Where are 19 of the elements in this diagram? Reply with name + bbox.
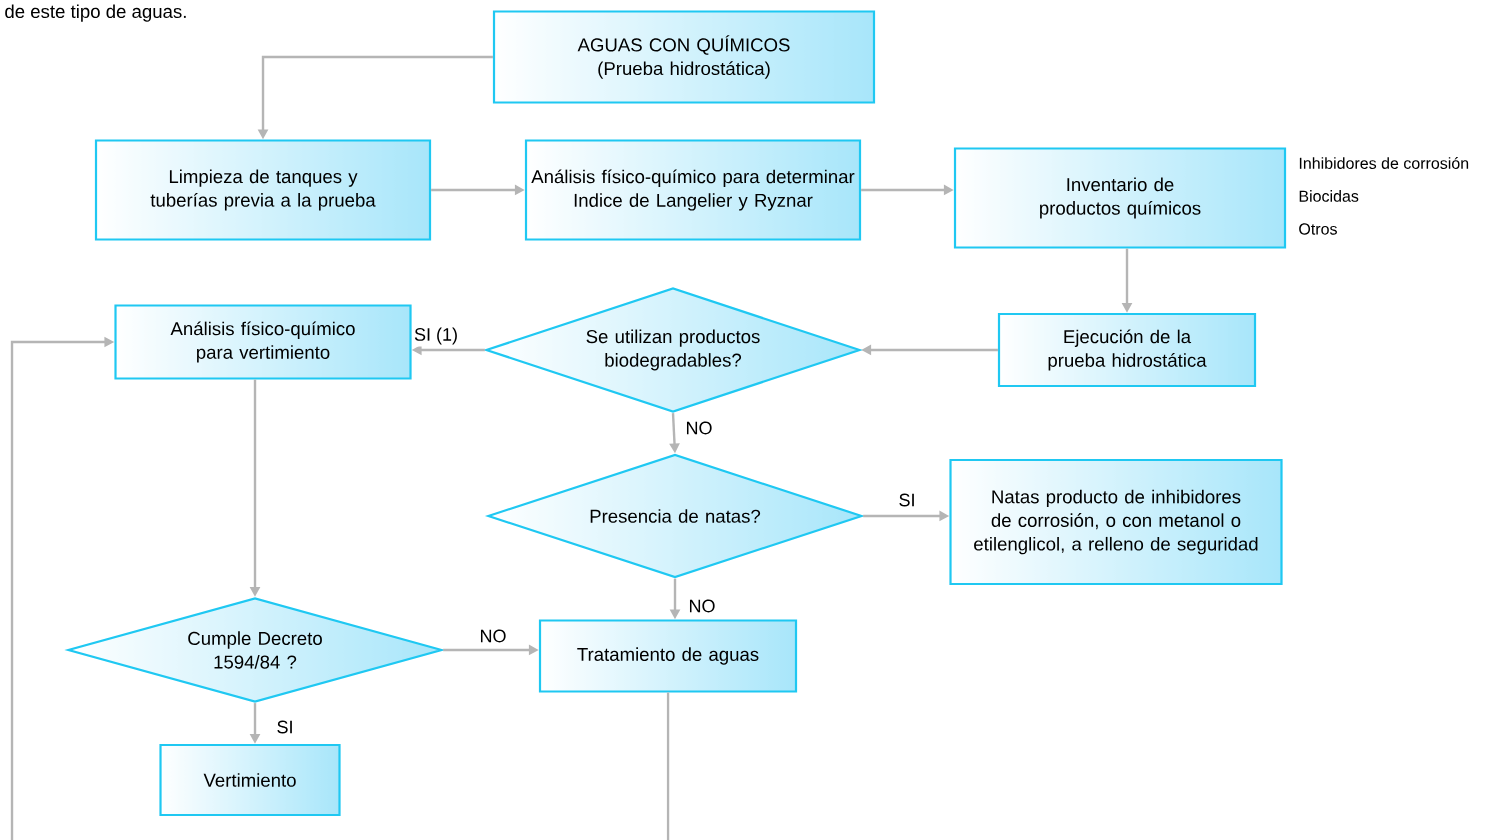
- process-box: Ejecución de la prueba hidrostática: [997, 312, 1257, 388]
- edge-label: NO: [683, 419, 715, 437]
- edge-label: NO: [686, 597, 718, 615]
- list-item: Inhibidores de corrosión: [1299, 157, 1469, 169]
- process-box: Natas producto de inhibidores de corrosión, o con metanol o etilenglicol, a relleno de seguridad: [949, 458, 1283, 586]
- process-box: Vertimiento: [159, 743, 341, 817]
- process-box: Inventario de productos químicos: [953, 147, 1287, 249]
- edge-label: SI: [896, 491, 918, 509]
- note-text: de este tipo de aguas.: [5, 4, 186, 22]
- process-box: Tratamiento de aguas: [538, 619, 798, 693]
- process-box: AGUAS CON QUÍMICOS (Prueba hidrostática): [492, 10, 876, 104]
- process-box: Análisis físico-químico para vertimiento: [114, 304, 412, 380]
- process-box: Limpieza de tanques y tuberías previa a la prueba: [94, 139, 432, 241]
- edge-label: SI (1): [412, 325, 460, 347]
- list-item: Otros: [1299, 223, 1337, 235]
- edge-label: NO: [477, 627, 509, 645]
- edge-label: SI: [274, 718, 296, 736]
- list-item: Biocidas: [1299, 190, 1359, 202]
- process-box: Análisis físico-químico para determinar Indice de Langelier y Ryznar: [524, 139, 862, 241]
